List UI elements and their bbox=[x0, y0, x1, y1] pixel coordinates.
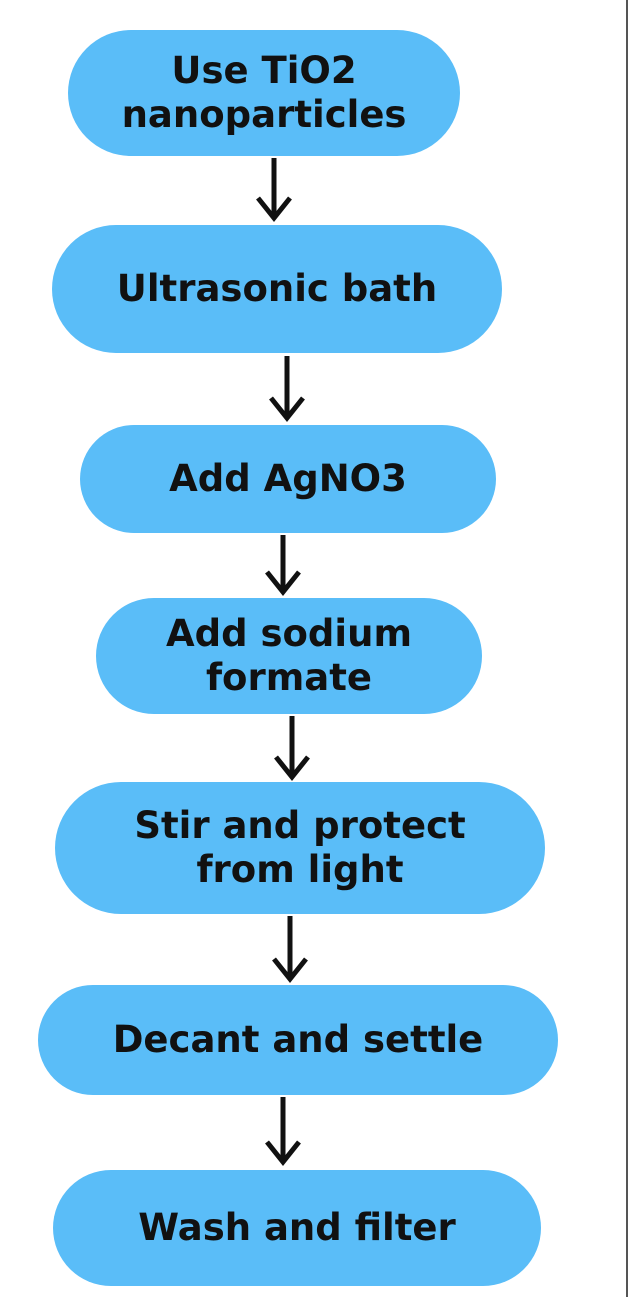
step-stir-and-protect-from-light: Stir and protect from light bbox=[55, 782, 545, 914]
step-line: from light bbox=[196, 848, 404, 891]
step-line: Use TiO2 bbox=[171, 49, 357, 93]
step-line: Wash and filter bbox=[138, 1206, 456, 1250]
step-ultrasonic-bath: Ultrasonic bath bbox=[52, 225, 502, 353]
step-add-sodium-formate: Add sodium formate bbox=[96, 598, 482, 714]
arrow-6 bbox=[265, 1097, 301, 1167]
arrow-4 bbox=[274, 716, 310, 782]
step-line: Stir and protect bbox=[134, 804, 466, 848]
step-line: Add AgNO3 bbox=[169, 457, 407, 501]
arrow-5 bbox=[272, 916, 308, 984]
step-decant-and-settle: Decant and settle bbox=[38, 985, 558, 1095]
step-add-agno3: Add AgNO3 bbox=[80, 425, 496, 533]
right-border-line bbox=[626, 0, 628, 1297]
step-line: nanoparticles bbox=[121, 93, 407, 136]
arrow-1 bbox=[256, 158, 292, 223]
arrow-3 bbox=[265, 535, 301, 597]
arrow-2 bbox=[269, 356, 305, 423]
step-line: Decant and settle bbox=[112, 1018, 484, 1062]
step-use-tio2-nanoparticles: Use TiO2 nanoparticles bbox=[68, 30, 460, 156]
step-line: formate bbox=[205, 656, 373, 699]
step-wash-and-filter: Wash and filter bbox=[53, 1170, 541, 1286]
step-line: Ultrasonic bath bbox=[116, 267, 438, 311]
step-line: Add sodium bbox=[166, 612, 412, 656]
